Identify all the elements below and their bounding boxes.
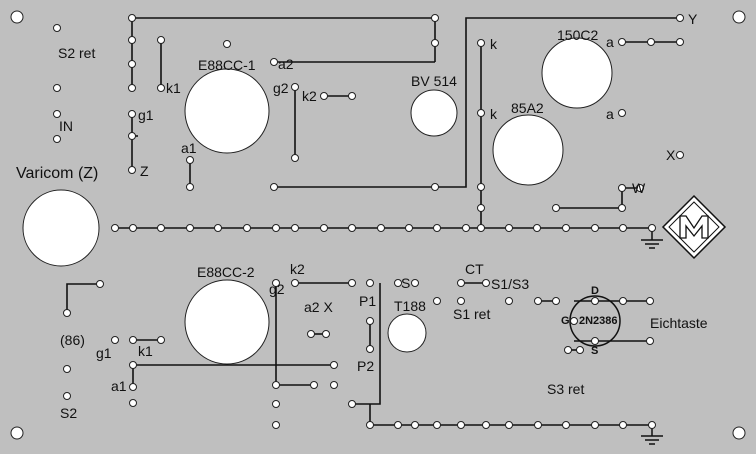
label-d: D xyxy=(591,285,599,297)
label-y: Y xyxy=(688,11,698,27)
mounting-hole-bl xyxy=(10,426,24,440)
t188-socket xyxy=(387,313,427,353)
solder-pins xyxy=(53,14,684,429)
label-a2x: a2 X xyxy=(304,299,333,315)
label-z: Z xyxy=(140,163,149,179)
label-s2: S2 xyxy=(60,405,78,421)
label-k1-top: k1 xyxy=(166,80,181,96)
label-bv514: BV 514 xyxy=(411,73,457,89)
label-t188: T188 xyxy=(394,298,426,314)
label-a-150c2: a xyxy=(606,34,614,50)
label-ct: CT xyxy=(465,261,484,277)
label-s2-ret: S2 ret xyxy=(58,45,96,61)
label-s-bottom: S xyxy=(591,345,599,357)
label-k1-bottom: k1 xyxy=(138,343,153,359)
mounting-hole-tl xyxy=(10,10,24,24)
label-a1-top: a1 xyxy=(181,140,197,156)
label-e88cc-2: E88CC-2 xyxy=(197,264,255,280)
e88cc-2-socket xyxy=(184,279,270,365)
150c2-socket xyxy=(541,37,613,109)
label-k-upper: k xyxy=(490,36,497,52)
label-g2-top: g2 xyxy=(273,80,289,96)
85a2-socket xyxy=(492,114,564,186)
label-g2-bottom: g2 xyxy=(269,281,285,297)
label-a-lower: a xyxy=(606,106,614,122)
label-p1: P1 xyxy=(359,293,377,309)
label-k-lower: k xyxy=(490,106,497,122)
bv514-socket xyxy=(410,89,458,137)
label-s3-ret: S3 ret xyxy=(547,381,585,397)
label-eichtaste: Eichtaste xyxy=(650,315,708,331)
label-150c2: 150C2 xyxy=(557,27,599,43)
label-g: G xyxy=(561,315,570,327)
label-e88cc-1: E88CC-1 xyxy=(198,57,256,73)
mounting-hole-tr xyxy=(732,10,746,24)
label-s1-s3: S1/S3 xyxy=(491,276,530,292)
label-s1-ret: S1 ret xyxy=(453,306,491,322)
label-k2-top: k2 xyxy=(302,88,317,104)
label-g1-bottom: g1 xyxy=(96,345,112,361)
e88cc-1-socket xyxy=(184,68,270,154)
label-g1-top: g1 xyxy=(138,107,154,123)
label-86: (86) xyxy=(60,332,85,348)
label-x-right: X xyxy=(666,147,676,163)
label-a1-bottom: a1 xyxy=(111,378,127,394)
manufacturer-logo xyxy=(661,194,727,260)
label-s: S xyxy=(401,275,411,291)
mounting-hole-br xyxy=(732,426,746,440)
label-a2-top: a2 xyxy=(278,56,294,72)
label-in: IN xyxy=(59,118,73,134)
label-p2: P2 xyxy=(357,358,375,374)
label-85a2: 85A2 xyxy=(511,100,544,116)
label-varicom: Varicom (Z) xyxy=(16,165,99,182)
varicom-socket xyxy=(22,189,100,267)
label-k2-bottom: k2 xyxy=(290,261,305,277)
label-2n2386: 2N2386 xyxy=(579,315,618,327)
label-w: W xyxy=(632,180,646,196)
